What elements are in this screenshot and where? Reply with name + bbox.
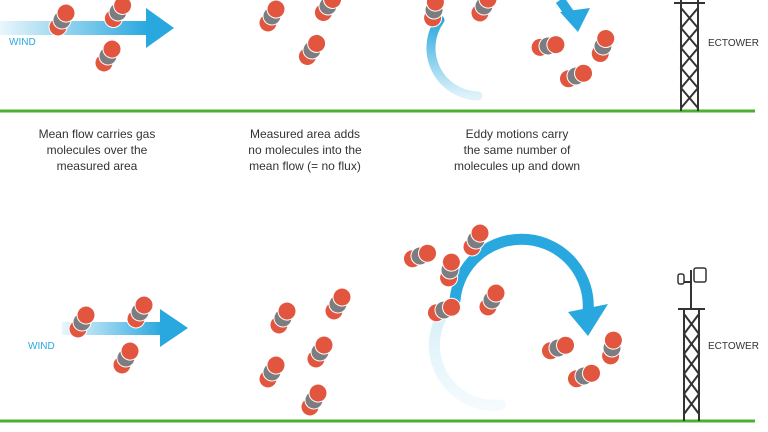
molecule-atom	[277, 301, 297, 321]
tower-icon	[678, 270, 705, 421]
molecule-atom	[76, 305, 96, 325]
molecule-atom	[102, 39, 122, 59]
tower-label: ECTOWER	[708, 341, 759, 352]
eddy-arrow-icon	[426, 0, 590, 101]
wind-label: WIND	[9, 37, 36, 48]
molecule-atom	[314, 335, 334, 355]
molecule-icon	[530, 35, 566, 57]
molecule-icon	[462, 223, 490, 257]
molecule-icon	[269, 301, 297, 335]
molecule-atom	[266, 355, 286, 375]
caption-line: molecules over the	[46, 143, 148, 157]
molecule-atom	[113, 0, 133, 15]
molecule-icon	[540, 335, 576, 361]
molecule-atom	[486, 283, 506, 303]
molecule-icon	[112, 341, 140, 375]
molecule-atom	[307, 33, 327, 53]
molecule-icon	[103, 0, 133, 29]
molecule-atom	[546, 35, 566, 55]
molecule-icon	[470, 0, 498, 23]
molecule-atom	[603, 330, 623, 350]
molecule-icon	[297, 33, 327, 67]
molecule-icon	[402, 243, 438, 269]
molecule-atom	[323, 0, 343, 9]
molecule-atom	[56, 3, 76, 23]
molecule-atom	[266, 0, 286, 19]
molecule-icon	[566, 363, 602, 389]
molecule-icon	[478, 283, 506, 317]
caption-line: molecules up and down	[453, 159, 581, 173]
top-panel: WIND ECTOWER	[0, 0, 759, 113]
caption-line: no molecules into the	[248, 143, 362, 157]
molecule-atom	[442, 297, 462, 317]
tower-label: ECTOWER	[708, 38, 759, 49]
molecule-icon	[423, 0, 445, 28]
molecule-icon	[306, 335, 334, 369]
molecule-icon	[558, 63, 594, 89]
molecule-icon	[300, 383, 328, 417]
molecule-icon	[48, 3, 76, 37]
molecule-icon	[258, 355, 286, 389]
molecule-icon	[94, 39, 122, 73]
molecule-atom	[308, 383, 328, 403]
molecule-icon	[324, 287, 352, 321]
molecule-atom	[574, 63, 594, 83]
bottom-panel: WIND ECTOWER	[0, 233, 759, 423]
molecule-icon	[601, 330, 623, 366]
molecule-icon	[313, 0, 343, 23]
molecule-atom	[478, 0, 498, 9]
tower-icon	[674, 0, 705, 111]
molecule-atom	[470, 223, 490, 243]
molecules-layer	[48, 0, 623, 417]
caption-line: the same number of	[463, 143, 571, 157]
caption-line: Eddy motions carry	[465, 127, 569, 141]
molecule-atom	[441, 252, 461, 272]
molecule-icon	[68, 305, 96, 339]
caption-line: Measured area adds	[249, 127, 361, 141]
molecule-atom	[120, 341, 140, 361]
caption-line: measured area	[56, 159, 138, 173]
molecule-icon	[258, 0, 286, 33]
caption-no-flux: Measured area adds no molecules into the…	[220, 126, 390, 174]
molecule-atom	[556, 335, 576, 355]
molecule-icon	[126, 295, 154, 329]
molecule-atom	[332, 287, 352, 307]
caption-line: Mean flow carries gas	[38, 127, 156, 141]
molecule-icon	[590, 28, 616, 64]
molecule-icon	[426, 297, 462, 323]
caption-line: mean flow (= no flux)	[249, 159, 361, 173]
molecule-icon	[439, 252, 461, 288]
wind-label: WIND	[28, 341, 55, 352]
molecule-atom	[596, 28, 616, 48]
molecule-atom	[425, 0, 445, 12]
molecule-atom	[582, 363, 602, 383]
molecule-atom	[134, 295, 154, 315]
molecule-atom	[418, 243, 438, 263]
caption-mean-flow: Mean flow carries gas molecules over the…	[12, 126, 182, 174]
caption-eddy-motions: Eddy motions carry the same number of mo…	[432, 126, 602, 174]
sensor-icon	[677, 267, 707, 285]
